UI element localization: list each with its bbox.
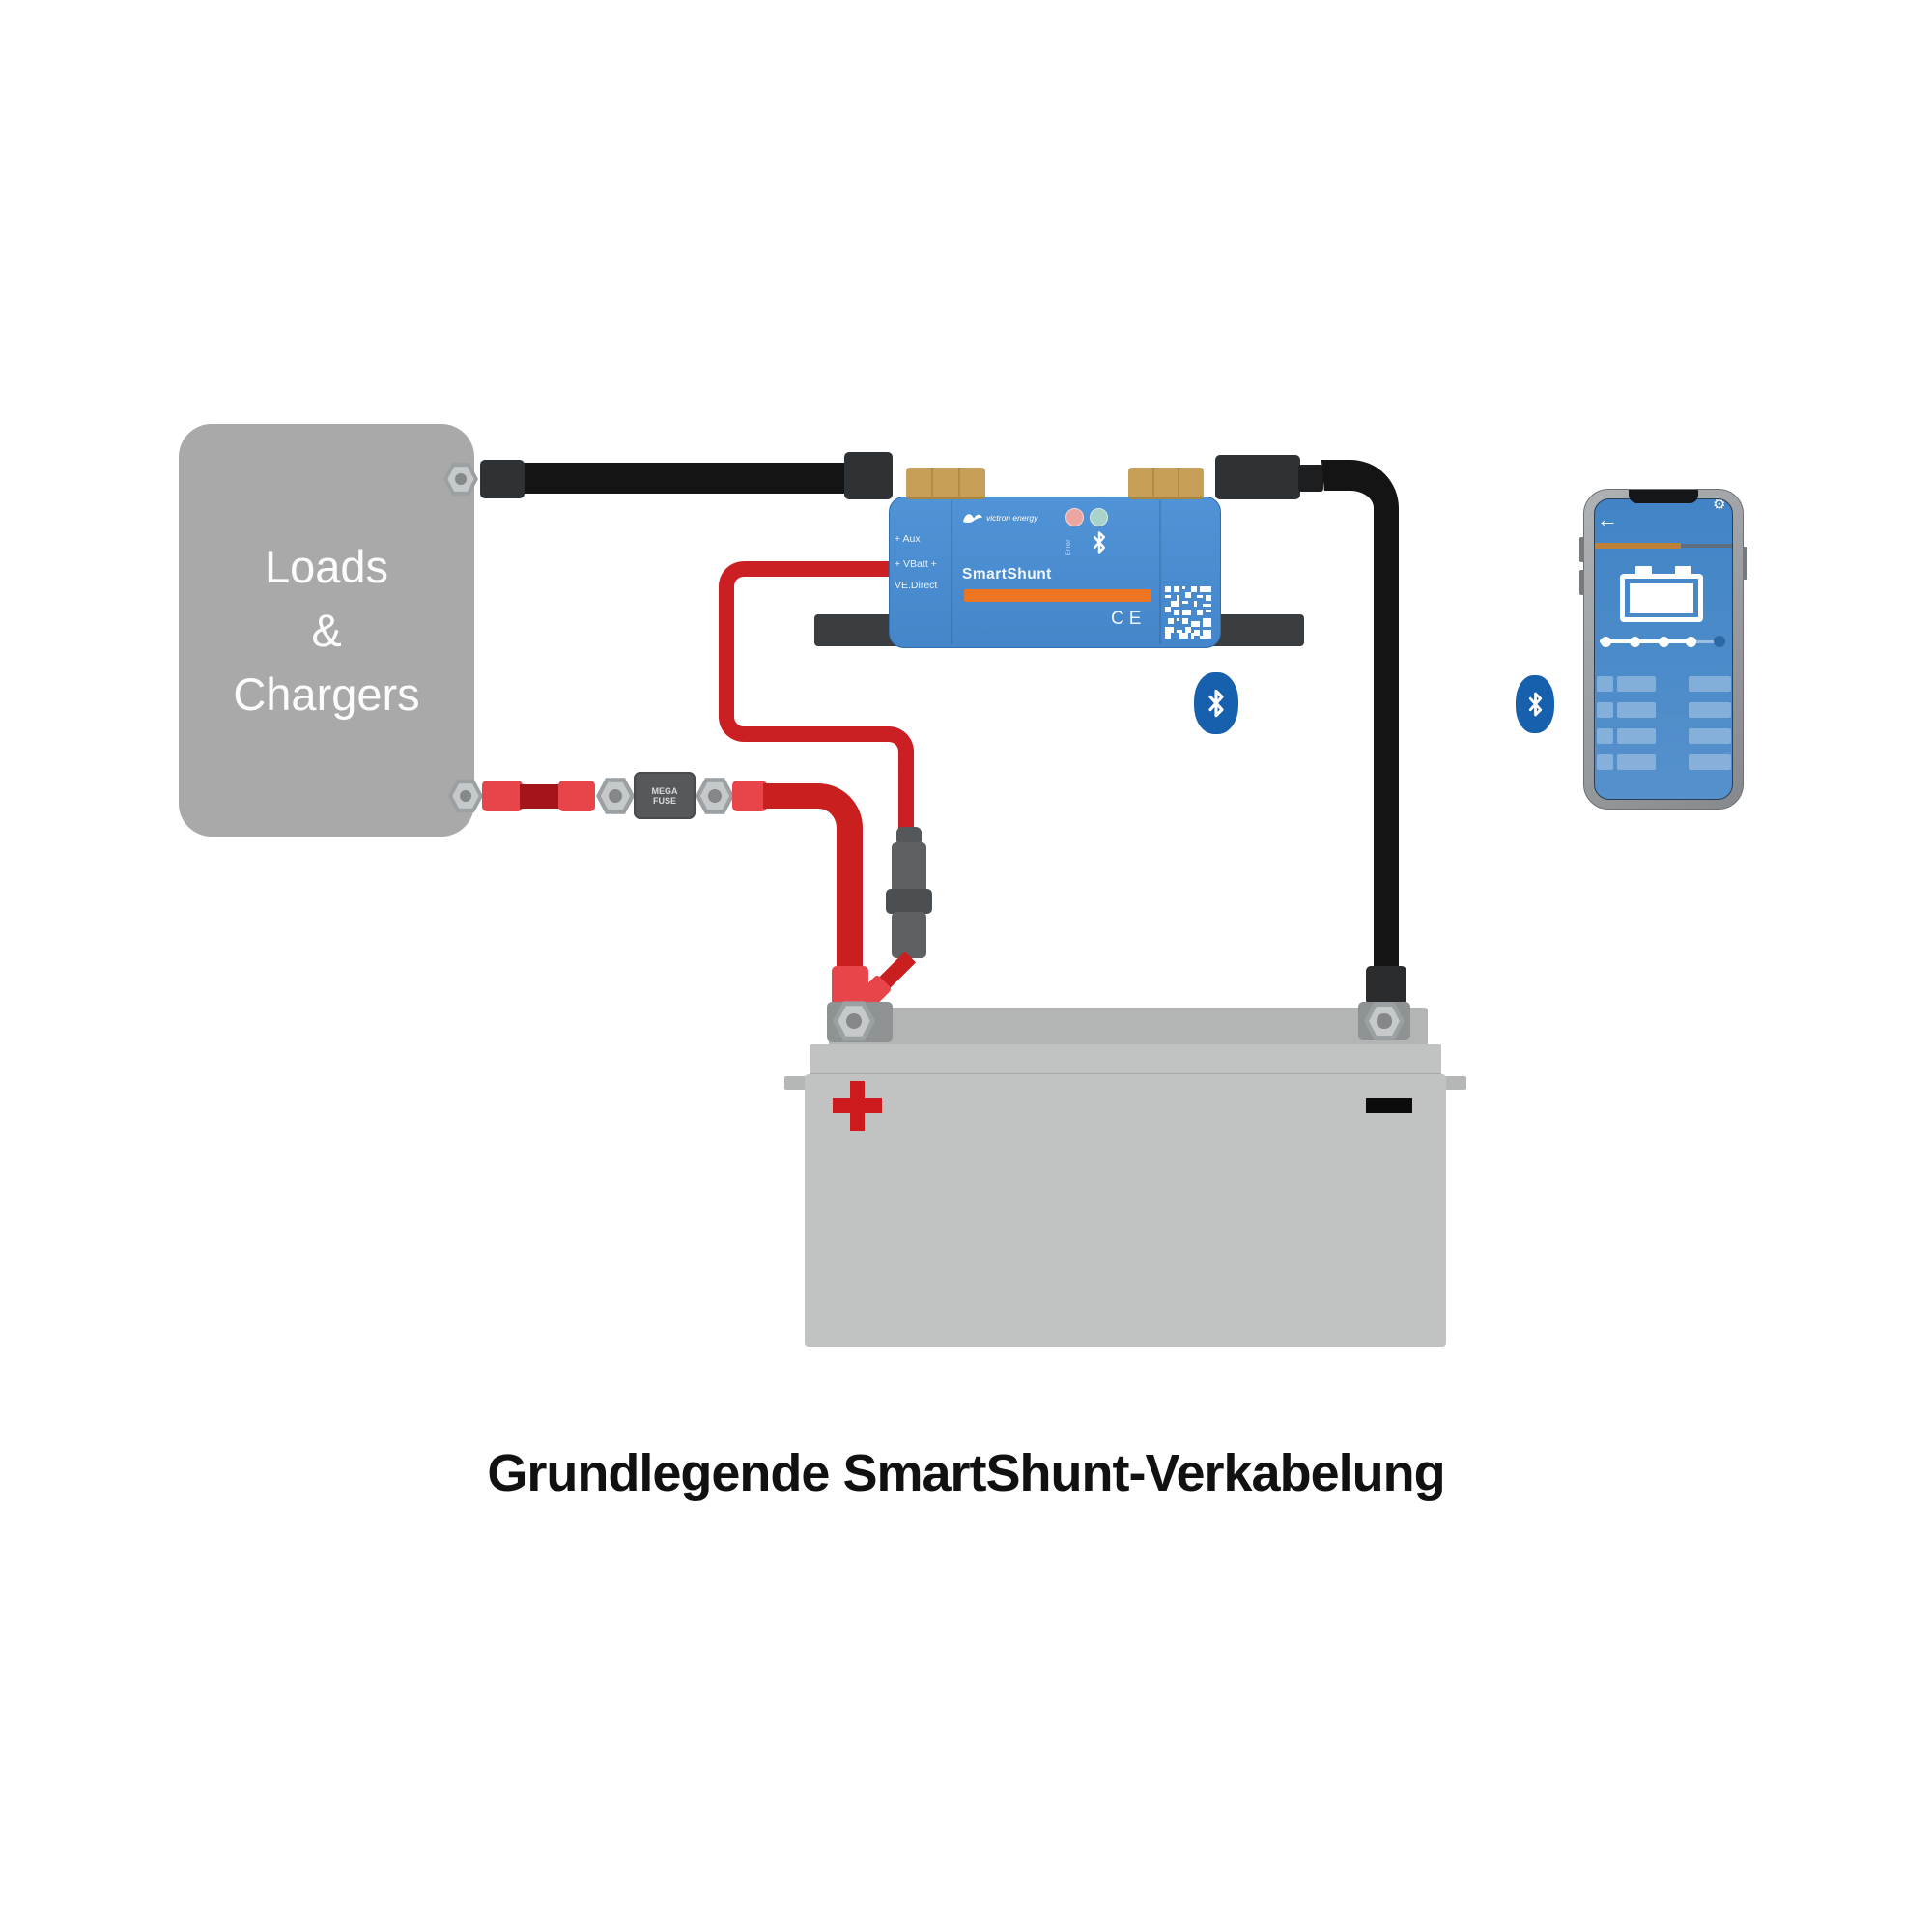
- list-item: [1617, 754, 1656, 770]
- negative-cable-left: [518, 463, 860, 494]
- timeline-dot: [1686, 637, 1696, 647]
- phone-notch: [1629, 490, 1698, 503]
- negative-cable-lug: [1366, 966, 1406, 1005]
- battery-ear: [1443, 1076, 1466, 1090]
- sense-wire-bottom: [753, 726, 879, 742]
- error-led-label: Error: [1065, 539, 1072, 555]
- inline-fuse-holder-cap: [896, 827, 922, 846]
- list-item: [1689, 702, 1731, 718]
- shunt-seam: [1159, 500, 1161, 644]
- battery-icon-tab: [1675, 566, 1691, 576]
- negative-cable-elbow: [1321, 460, 1399, 585]
- loads-chargers-box: Loads & Chargers: [179, 424, 474, 837]
- positive-cable-segment: [520, 784, 562, 809]
- fuse-nut: [696, 778, 734, 814]
- battery-negative-mark: [1366, 1098, 1412, 1113]
- battery-body: [805, 1074, 1446, 1347]
- mega-fuse: MEGA FUSE: [634, 772, 696, 819]
- bluetooth-icon: [1194, 672, 1238, 734]
- loads-label-line1: Loads: [264, 540, 389, 592]
- list-item: [1689, 676, 1731, 692]
- battery-icon-fill: [1630, 583, 1693, 613]
- battery-lid: [829, 1008, 1428, 1046]
- shunt-port-label-vbatt: + VBatt +: [895, 558, 937, 570]
- inline-fuse-holder-body: [892, 842, 926, 893]
- phone-volume-button: [1579, 537, 1584, 562]
- shunt-current-terminal: [906, 468, 985, 499]
- tab-indicator-orange: [1595, 543, 1681, 549]
- sense-wire-top: [752, 561, 889, 577]
- inline-fuse-holder-body: [892, 912, 926, 958]
- positive-cable-lug: [482, 781, 523, 811]
- list-item: [1597, 728, 1613, 744]
- list-item: [1597, 754, 1613, 770]
- timeline-line-faint: [1695, 640, 1720, 643]
- list-item: [1597, 676, 1613, 692]
- list-item: [1617, 702, 1656, 718]
- list-item: [1617, 728, 1656, 744]
- victron-logo: victron energy: [962, 509, 1059, 528]
- gear-icon: ⚙: [1713, 498, 1726, 513]
- list-item: [1597, 702, 1613, 718]
- shunt-port-label-vedirect: VE.Direct: [895, 580, 938, 591]
- timeline-end-dot: [1714, 636, 1725, 647]
- battery-positive-mark: [833, 1098, 882, 1113]
- phone-volume-button: [1579, 570, 1584, 595]
- diagram-caption: Grundlegende SmartShunt-Verkabelung: [487, 1444, 1445, 1502]
- positive-cable-lug: [732, 781, 767, 811]
- inline-fuse-holder-collar: [886, 889, 932, 914]
- cable-connector: [844, 452, 893, 499]
- cable-connector: [480, 460, 525, 498]
- tab-indicator-gray: [1681, 544, 1732, 548]
- timeline-dot: [1630, 637, 1640, 647]
- mega-fuse-label-1: MEGA: [651, 785, 678, 796]
- error-led: [1065, 508, 1084, 526]
- battery-ear: [784, 1076, 808, 1090]
- sense-wire-left: [719, 594, 734, 702]
- smartshunt-device: [889, 497, 1221, 648]
- loads-label-line2: &: [311, 604, 342, 656]
- battery-icon-tab: [1635, 566, 1652, 576]
- shunt-seam: [951, 500, 952, 644]
- timeline-dot: [1601, 637, 1611, 647]
- victron-logo-text: victron energy: [986, 513, 1038, 523]
- terminal-nut: [443, 463, 478, 496]
- list-item: [1689, 754, 1731, 770]
- timeline-line: [1600, 639, 1696, 643]
- sense-wire-corner: [719, 561, 759, 602]
- cable-connector: [1215, 455, 1300, 499]
- sense-wire-corner: [871, 726, 914, 771]
- qr-code: [1165, 586, 1211, 639]
- cable-connector-tip: [1298, 465, 1323, 492]
- bluetooth-led: [1090, 508, 1108, 526]
- sense-wire-down: [898, 763, 914, 840]
- shunt-bluetooth-icon: [1090, 529, 1109, 555]
- battery-tier: [810, 1044, 1441, 1076]
- battery-icon: [1620, 574, 1703, 622]
- timeline-dot: [1659, 637, 1669, 647]
- back-arrow-icon: ←: [1597, 507, 1618, 531]
- shunt-port-label-aux: + Aux: [895, 533, 921, 545]
- loads-label-line3: Chargers: [233, 668, 420, 720]
- sense-wire-corner: [719, 695, 761, 742]
- negative-cable-down: [1374, 570, 1399, 970]
- bluetooth-icon: [1516, 675, 1554, 733]
- phone-power-button: [1743, 547, 1747, 580]
- mega-fuse-label-2: FUSE: [652, 795, 676, 806]
- positive-cable-lug: [558, 781, 595, 811]
- positive-cable-down: [837, 860, 863, 971]
- victronconnect-app-screen: ← ⚙: [1594, 498, 1733, 800]
- shunt-current-terminal: [1128, 468, 1204, 499]
- fuse-nut: [596, 778, 635, 814]
- list-item: [1689, 728, 1731, 744]
- list-item: [1617, 676, 1656, 692]
- positive-terminal-nut: [833, 1001, 875, 1041]
- orange-stripe: [964, 589, 1151, 602]
- ce-mark: CE: [1111, 609, 1147, 629]
- shunt-product-name: SmartShunt: [962, 566, 1052, 582]
